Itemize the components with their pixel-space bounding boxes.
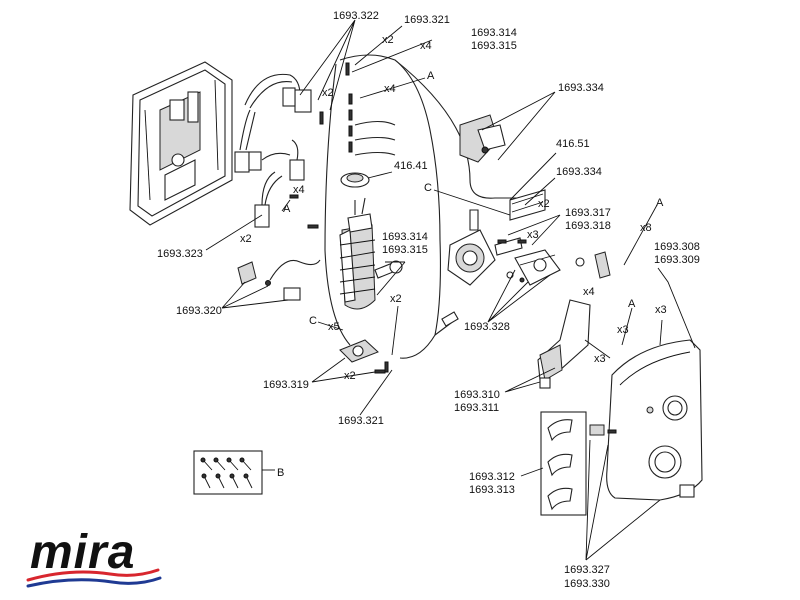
screws-column bbox=[289, 62, 396, 229]
label-1693-334-b: 1693.334 bbox=[556, 166, 602, 178]
label-1693-319: 1693.319 bbox=[263, 379, 309, 391]
leader-lines bbox=[205, 19, 696, 561]
label-1693-314-top: 1693.314 bbox=[471, 27, 517, 39]
label-A-5: A bbox=[628, 298, 636, 310]
label-x2-a: x2 bbox=[382, 34, 394, 46]
label-1693-310: 1693.310 bbox=[454, 389, 500, 401]
label-x4-a: x4 bbox=[420, 40, 432, 52]
mira-logo: mira bbox=[26, 526, 162, 588]
label-x5: x5 bbox=[328, 321, 340, 333]
label-1693-315-mid: 1693.315 bbox=[382, 244, 428, 256]
logo-wordmark: mira bbox=[30, 526, 135, 579]
thermal-cutout bbox=[340, 172, 370, 188]
grommet-parts bbox=[237, 259, 321, 301]
label-x3-a: x3 bbox=[527, 229, 539, 241]
label-A-2: A bbox=[283, 203, 291, 215]
part-number-labels: 1693.322 1693.321 x2 1693.314 x4 1693.31… bbox=[157, 10, 700, 590]
label-1693-317: 1693.317 bbox=[565, 207, 611, 219]
label-416-41: 416.41 bbox=[394, 160, 428, 172]
control-knobs-set bbox=[540, 411, 605, 516]
label-B: B bbox=[277, 467, 284, 479]
solenoid-valve bbox=[459, 114, 506, 163]
label-1693-328: 1693.328 bbox=[464, 321, 510, 333]
label-C-1: C bbox=[424, 182, 432, 194]
label-x2-e: x2 bbox=[390, 293, 402, 305]
label-1693-323: 1693.323 bbox=[157, 248, 203, 260]
inner-cover bbox=[537, 299, 591, 389]
label-x2-f: x2 bbox=[344, 370, 356, 382]
backplate bbox=[129, 61, 233, 226]
heater-tank bbox=[339, 197, 403, 310]
main-wiring-loom bbox=[324, 54, 520, 359]
label-1693-312: 1693.312 bbox=[469, 471, 515, 483]
logo-swoosh-blue bbox=[26, 576, 162, 588]
label-1693-321-top: 1693.321 bbox=[404, 14, 450, 26]
label-x4-d: x4 bbox=[583, 286, 595, 298]
label-1693-313: 1693.313 bbox=[469, 484, 515, 496]
label-A-3: A bbox=[656, 197, 664, 209]
label-1693-321-bottom: 1693.321 bbox=[338, 415, 384, 427]
terminal-block-lower bbox=[254, 171, 283, 228]
screw-pack bbox=[193, 450, 263, 495]
label-1693-320: 1693.320 bbox=[176, 305, 222, 317]
label-A-1: A bbox=[427, 70, 435, 82]
label-1693-314-mid: 1693.314 bbox=[382, 231, 428, 243]
terminal-block-loom bbox=[234, 73, 312, 181]
label-x3-b: x3 bbox=[655, 304, 667, 316]
label-1693-334-a: 1693.334 bbox=[558, 82, 604, 94]
label-1693-327: 1693.327 bbox=[564, 564, 610, 576]
label-x4-b: x4 bbox=[384, 83, 396, 95]
label-1693-315-top: 1693.315 bbox=[471, 40, 517, 52]
label-x3-d: x3 bbox=[594, 353, 606, 365]
label-x8: x8 bbox=[640, 222, 652, 234]
cable-clamp bbox=[339, 339, 389, 374]
label-1693-311: 1693.311 bbox=[454, 402, 499, 414]
label-x2-b: x2 bbox=[322, 87, 334, 99]
label-x2-d: x2 bbox=[240, 233, 252, 245]
label-x2-c: x2 bbox=[538, 198, 550, 210]
label-1693-309: 1693.309 bbox=[654, 254, 700, 266]
logo-swoosh-red bbox=[26, 568, 160, 582]
label-1693-308: 1693.308 bbox=[654, 241, 700, 253]
label-1693-322: 1693.322 bbox=[333, 10, 379, 22]
label-1693-318: 1693.318 bbox=[565, 220, 611, 232]
label-x3-c: x3 bbox=[617, 324, 629, 336]
label-C-2: C bbox=[309, 315, 317, 327]
label-x4-c: x4 bbox=[293, 184, 305, 196]
label-416-51: 416.51 bbox=[556, 138, 590, 150]
front-cover bbox=[606, 339, 703, 501]
label-1693-330: 1693.330 bbox=[564, 578, 610, 590]
